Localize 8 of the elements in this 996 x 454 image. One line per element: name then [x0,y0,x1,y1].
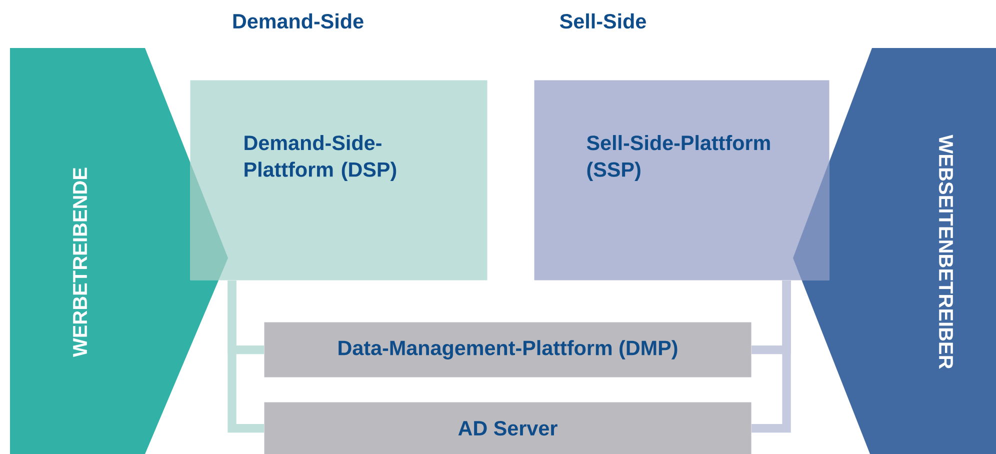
platform-box: Demand-Side-Plattform (DSP) [190,80,488,280]
arrow-band: WEBSEITENBETREIBER [793,48,996,454]
server-bar: AD Server [264,402,752,454]
arrow-band: WERBETREIBENDE [10,48,228,454]
platform-box: Sell-Side-Plattform (SSP) [534,80,830,280]
data-bar: Data-Management-Plattform (DMP) [264,322,752,378]
column-heading: Sell-Side [560,13,646,29]
column-heading: Demand-Side [233,13,364,29]
